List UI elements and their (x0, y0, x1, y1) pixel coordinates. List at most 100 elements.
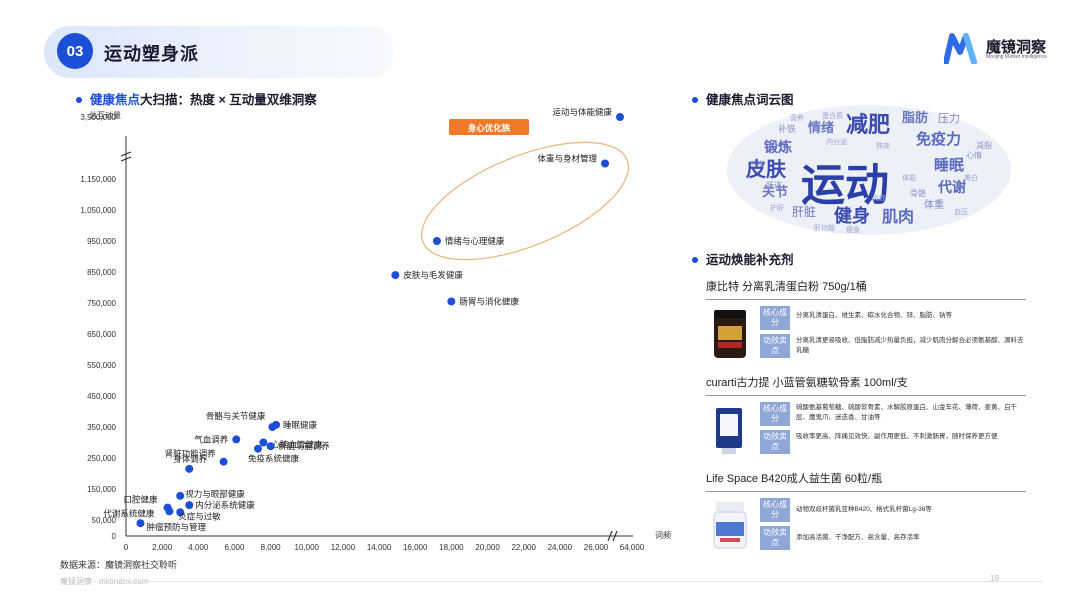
data-point-label: 心脑血管健康 (271, 440, 323, 450)
protein-tub-icon (714, 310, 746, 358)
data-point (391, 271, 400, 280)
wordcloud-word: 骨骼 (910, 188, 926, 198)
page-title: 运动塑身派 (104, 44, 199, 64)
product-name: curarti古力提 小蓝管氨糖软骨素 100ml/支 (706, 374, 1026, 396)
x-tick-label: 22,000 (511, 543, 536, 552)
data-point (253, 444, 262, 453)
data-point-label: 肠胃与消化健康 (459, 296, 519, 306)
data-point-label: 肾脏功能调养 (165, 449, 217, 459)
moojing-logo-icon (944, 33, 977, 64)
wordcloud-word: 肌肉 (882, 207, 914, 226)
data-point (185, 501, 194, 510)
wordcloud-word: 肝脏 (792, 204, 816, 219)
wordcloud-word: 脂肪 (901, 110, 928, 125)
x-tick-label: 12,000 (331, 543, 356, 552)
data-point-label: 内分泌系统健康 (195, 500, 255, 510)
core-ingredients-tag: 核心成分 (760, 498, 790, 522)
data-source: 数据来源：魔镜洞察社交聆听 (60, 560, 178, 570)
y-tick-label: 3,500,000 (80, 113, 116, 122)
core-ingredients-tag: 核心成分 (760, 306, 790, 330)
x-axis-label: 词频 (655, 530, 671, 540)
wordcloud-word: 体重 (924, 198, 944, 211)
supplement-section-title: 运动焕能补充剂 (692, 249, 794, 268)
y-tick-label: 50,000 (92, 516, 117, 525)
wordcloud-word: 代谢 (937, 179, 966, 195)
wordcloud-word: 头发 (750, 159, 764, 168)
data-point (165, 507, 174, 516)
data-point (185, 464, 194, 473)
data-point (432, 237, 441, 245)
data-point-label: 免疫系统健康 (248, 454, 300, 464)
data-point (616, 113, 624, 121)
wordcloud-word: 运动 (801, 161, 889, 210)
wordcloud-word: 肠道 (766, 180, 782, 190)
y-tick-label: 750,000 (87, 299, 116, 308)
x-tick-label: 2,000 (152, 543, 173, 552)
data-point (136, 519, 145, 528)
footer-divider (112, 581, 1042, 582)
data-point (176, 491, 185, 500)
x-tick-label: 24,000 (548, 543, 573, 552)
wordcloud-word: 护肝 (770, 203, 784, 212)
x-tick-label: 14,000 (367, 543, 392, 552)
section-number-badge: 03 (57, 33, 93, 69)
chart-section-title: 健康焦点大扫描：热度 × 互动量双维洞察 (76, 89, 317, 108)
wordcloud-section-title: 健康焦点词云图 (692, 89, 794, 108)
x-tick-label: 8,000 (261, 543, 282, 552)
product-card: 康比特 分离乳清蛋白粉 750g/1桶 核心成分 分离乳清蛋白、维生素、碳水化合… (706, 278, 1026, 366)
y-tick-label: 350,000 (87, 423, 116, 432)
wordcloud-word: 体能 (902, 173, 916, 182)
data-point (219, 457, 228, 466)
data-point (266, 442, 275, 451)
data-point-label: 肿瘤预防与管理 (146, 522, 206, 532)
product-name: 康比特 分离乳清蛋白粉 750g/1桶 (706, 278, 1026, 300)
product-card: curarti古力提 小蓝管氨糖软骨素 100ml/支 核心成分 硫酸氨基葡萄糖… (706, 374, 1026, 462)
logo-subtitle: Moojing Market Intelligence (986, 54, 1047, 60)
x-tick-label: 4,000 (188, 543, 209, 552)
title-rest: 大扫描：热度 × 互动量双维洞察 (140, 93, 317, 107)
x-tick-label: 10,000 (295, 543, 320, 552)
bullet-dot-icon (692, 256, 698, 263)
wordcloud-word: 锻炼 (764, 139, 792, 155)
wordcloud-title: 健康焦点词云图 (706, 93, 794, 107)
data-point (272, 420, 281, 429)
selling-points-tag: 功效卖点 (760, 430, 790, 454)
y-tick-label: 1,050,000 (80, 206, 116, 215)
wordcloud-word: 蛋白质 (822, 111, 843, 120)
data-point-label: 睡眠健康 (283, 420, 318, 430)
data-point (601, 159, 610, 168)
data-point-label: 运动与体能健康 (552, 107, 612, 117)
selling-points-text: 添加高活菌、干净配方、高含量、高存活率 (796, 534, 920, 541)
wordcloud-word: 免疫力 (916, 130, 961, 148)
wordcloud-word: 补铁 (778, 123, 796, 134)
data-point-label: 肝脏功能调养 (279, 441, 331, 451)
highlight-ellipse (421, 141, 629, 261)
data-point-label: 骨骼与关节健康 (206, 411, 266, 421)
data-point (176, 508, 185, 517)
data-point-label: 皮肤与毛发健康 (403, 270, 463, 280)
wordcloud-word: 皮肤 (746, 157, 787, 181)
selling-points-tag: 功效卖点 (760, 334, 790, 358)
wordcloud-word: 心情 (966, 150, 982, 160)
wordcloud-word: 熬夜 (876, 141, 890, 150)
y-tick-label: 850,000 (87, 268, 116, 277)
product-name: Life Space B420成人益生菌 60粒/瓶 (706, 470, 1026, 492)
wordcloud-word: 减脂 (976, 140, 992, 150)
scatter-chart: 总互动量词频050,000150,000250,000350,000450,00… (80, 107, 671, 552)
x-tick-label: 26,000 (584, 543, 609, 552)
data-point-label: 口腔健康 (124, 495, 159, 505)
data-point-label: 代谢系统健康 (103, 508, 155, 518)
page-number: 19 (990, 574, 999, 583)
wordcloud-word: 睡眠 (934, 156, 964, 174)
logo-name: 魔镜洞察 (986, 39, 1047, 56)
data-point-label: 情绪与心理健康 (445, 236, 505, 246)
wordcloud-word: 美白 (964, 173, 978, 182)
wordcloud-word: 血压 (954, 207, 968, 216)
wordcloud-word: 内分泌 (826, 137, 847, 146)
data-point (259, 438, 268, 447)
data-point-label: 身体调养 (173, 454, 208, 464)
supplement-title: 运动焕能补充剂 (706, 253, 794, 267)
x-axis-break-mark (607, 530, 613, 542)
x-tick-label: 18,000 (439, 543, 464, 552)
x-tick-label: 20,000 (475, 543, 500, 552)
